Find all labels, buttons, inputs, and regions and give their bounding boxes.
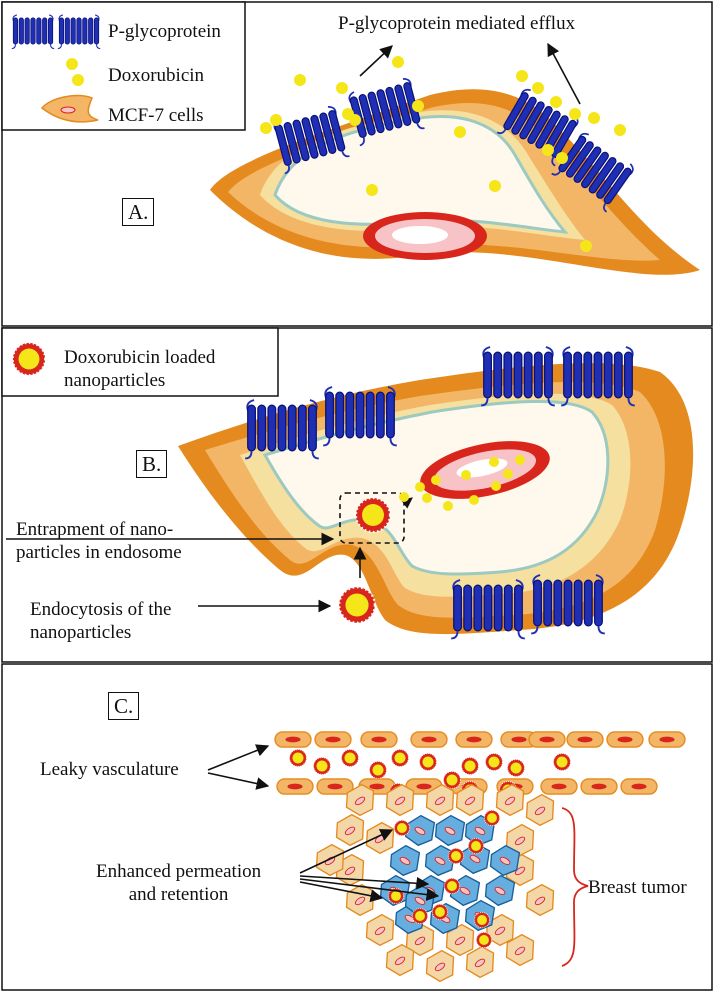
legend-pgp-label: P-glycoprotein <box>108 21 221 42</box>
endothelial-cell <box>566 731 604 748</box>
entrapment-label: Entrapment of nano- particles in endosom… <box>16 519 182 563</box>
nanoparticle-tumor <box>431 903 449 921</box>
endothelial-cell <box>455 731 493 748</box>
legend-b-box <box>1 327 279 397</box>
epr-arrow-3 <box>299 878 440 901</box>
mcf7-cell-b <box>178 363 694 635</box>
nanoparticle <box>418 752 438 772</box>
nanoparticle-tumor <box>475 931 493 949</box>
nanoparticle-tumor <box>443 877 461 895</box>
leaky-arrow-upper <box>207 744 270 771</box>
breast-tumor-label: Breast tumor <box>588 877 687 898</box>
efflux-label: P-glycoprotein mediated efflux <box>338 13 576 34</box>
legend-nanoparticle-label: Doxorubicin loaded nanoparticles <box>64 347 216 391</box>
nanoparticle-tumor <box>483 809 501 827</box>
efflux-arrow-left <box>359 45 393 77</box>
nanoparticle <box>390 748 410 768</box>
panel-a-tag: A. <box>122 198 155 226</box>
endothelial-cell <box>314 731 352 748</box>
panel-c-tag: C. <box>108 692 140 720</box>
epr-arrow-1 <box>299 829 394 874</box>
nanoparticle-tumor <box>447 847 465 865</box>
nanoparticle-tumor <box>467 837 485 855</box>
nanoparticle <box>552 752 572 772</box>
nanoparticle <box>340 748 360 768</box>
epr-arrow-2 <box>299 875 430 890</box>
endothelial-cell <box>316 778 354 795</box>
endothelial-cell <box>528 731 566 748</box>
leaky-vasculature-label: Leaky vasculature <box>40 759 179 780</box>
leaky-arrow-lower <box>207 772 270 790</box>
endothelial-cell <box>540 778 578 795</box>
endothelial-cell <box>580 778 618 795</box>
endothelial-cell <box>360 731 398 748</box>
endothelial-cell <box>274 731 312 748</box>
tumor-bracket <box>561 807 589 967</box>
endothelial-cell <box>648 731 686 748</box>
doxorubicin-released-b <box>399 455 525 511</box>
endothelial-cell <box>276 778 314 795</box>
nanoparticle <box>368 760 388 780</box>
nanoparticle-tumor <box>411 907 429 925</box>
endocytosis-label: Endocytosis of the nanoparticles <box>30 599 172 643</box>
nanoparticle <box>288 748 308 768</box>
mcf7-cell-a <box>210 89 700 275</box>
epr-label: Enhanced permeation and retention <box>96 861 262 905</box>
epr-arrow-4 <box>299 881 384 903</box>
nanoparticle <box>312 756 332 776</box>
endothelial-cell <box>410 731 448 748</box>
nanoparticle <box>484 752 504 772</box>
nanoparticle-tumor <box>393 819 411 837</box>
nanoparticle <box>460 756 480 776</box>
nanoparticle-outside <box>337 585 377 625</box>
nanoparticle <box>442 770 462 790</box>
release-arrow <box>400 497 413 509</box>
vessel-row-upper <box>274 731 686 748</box>
nanoparticle <box>506 758 526 778</box>
legend-doxorubicin-label: Doxorubicin <box>108 65 205 86</box>
nanoparticle-legend-icon <box>11 341 47 377</box>
endothelial-cell <box>606 731 644 748</box>
endothelial-cell <box>620 778 658 795</box>
panel-b-tag: B. <box>136 450 168 478</box>
efflux-arrow-right <box>547 42 581 105</box>
nanoparticle-endosome <box>354 496 392 534</box>
doxorubicin-legend-icon <box>66 58 84 86</box>
legend-mcf7-label: MCF-7 cells <box>108 105 204 126</box>
doxorubicin-molecules-a <box>260 56 626 252</box>
nanoparticle-tumor <box>473 911 491 929</box>
mcf7-legend-icon <box>40 94 99 123</box>
